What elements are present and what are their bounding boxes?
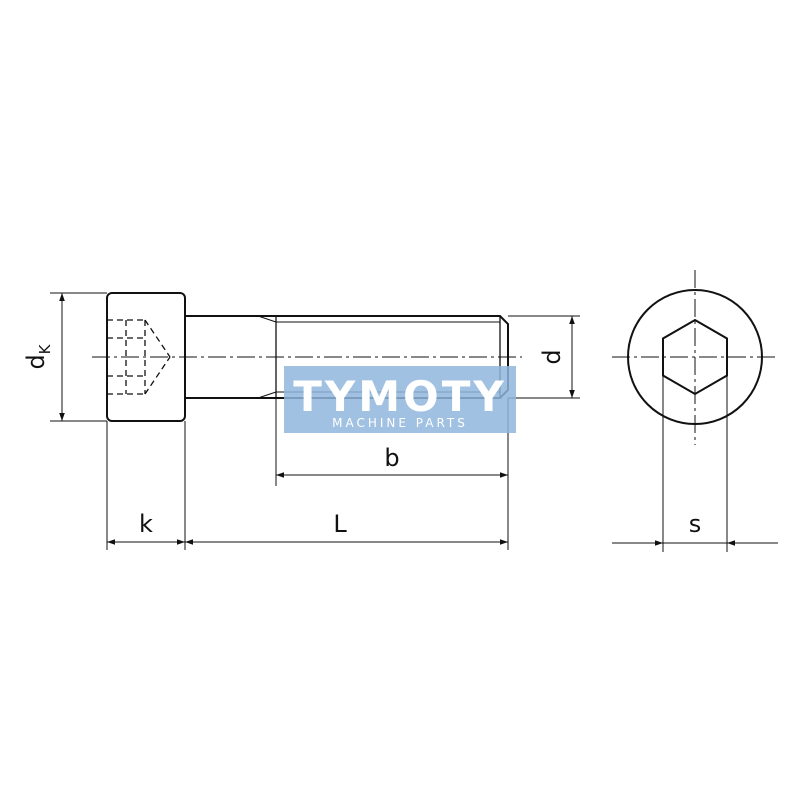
hex-socket-hidden-lines [107,319,171,395]
thread-runout-top [257,315,277,323]
head-outline-circle [627,289,763,425]
label-shank-diameter: d [538,349,566,364]
dimensions [50,292,778,552]
hex-socket [662,318,728,396]
watermark-tagline: MACHINE PARTS [332,416,468,430]
label-length: L [333,510,347,538]
label-socket-width: s [689,510,702,538]
watermark-box [284,366,516,433]
label-head-height: k [139,510,153,538]
screw-head [106,292,186,422]
label-head-diameter: dK [22,343,54,369]
watermark: TYMOTY MACHINE PARTS [284,366,516,433]
label-thread-length: b [384,444,399,472]
end-view [612,270,778,445]
watermark-brand: TYMOTY [293,372,507,421]
thread-runout-bottom [257,391,277,399]
